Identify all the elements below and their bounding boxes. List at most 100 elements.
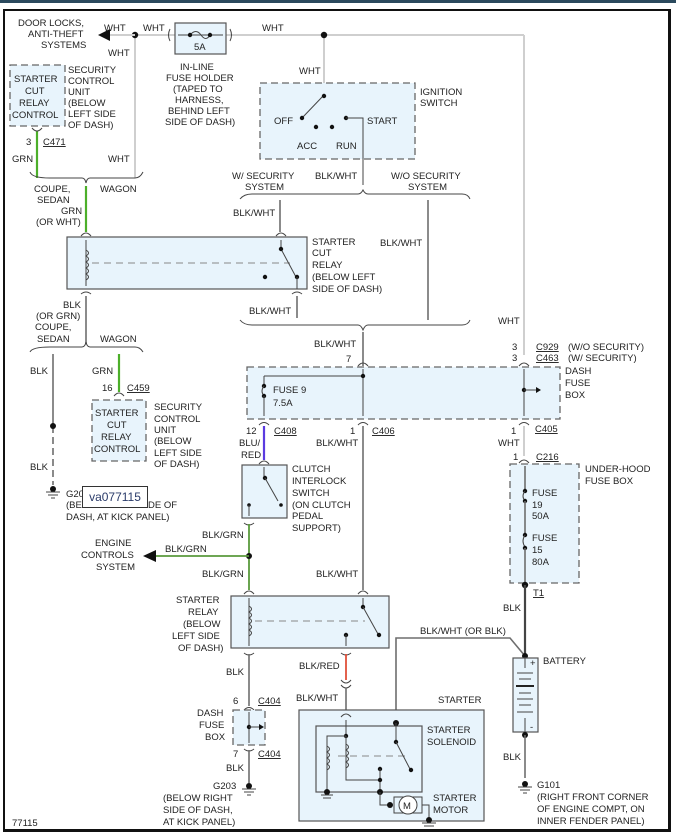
inline-fuse-label: BEHIND LEFT bbox=[168, 106, 230, 117]
security-control-unit-top bbox=[9, 64, 66, 178]
battery-icon bbox=[512, 657, 539, 733]
ignition-switch bbox=[259, 82, 416, 185]
ground-icon bbox=[46, 486, 60, 499]
ground-desc: (BELOW RIGHT bbox=[163, 793, 233, 804]
diagram-frame bbox=[3, 9, 671, 832]
switch-position: OFF bbox=[274, 116, 293, 127]
variant-note: (W/ SECURITY) bbox=[568, 353, 637, 364]
unit-desc: (BELOW bbox=[68, 98, 106, 109]
lower-dash-fuse-box bbox=[232, 709, 266, 746]
fuse-box-label: FUSE BOX bbox=[585, 476, 634, 487]
fuse-label: FUSE bbox=[532, 488, 557, 499]
ground-icon bbox=[242, 783, 256, 796]
unit-label: STARTER bbox=[95, 408, 139, 419]
wire-label: BLK bbox=[30, 366, 49, 377]
ground-id: G101 bbox=[537, 780, 560, 791]
terminal-id: T1 bbox=[533, 588, 544, 599]
security-control-unit-bottom bbox=[91, 399, 147, 462]
switch-label: INTERLOCK bbox=[292, 476, 347, 487]
connector-id: C471 bbox=[43, 137, 66, 148]
relay-label: OF DASH) bbox=[178, 643, 223, 654]
unit-label: RELAY bbox=[101, 432, 132, 443]
battery-minus: - bbox=[530, 722, 533, 733]
fuse-box-label: BOX bbox=[205, 732, 226, 743]
variant-label: WAGON bbox=[100, 184, 137, 195]
switch-label: PEDAL bbox=[292, 511, 323, 522]
relay-label: (BELOW bbox=[183, 619, 221, 630]
figure-number: 77115 bbox=[12, 818, 38, 829]
variant-label: SYSTEM bbox=[408, 182, 447, 193]
relay-label: LEFT SIDE bbox=[172, 631, 220, 642]
motor-label: STARTER bbox=[433, 793, 477, 804]
inline-fuse-label: IN-LINE bbox=[180, 62, 214, 73]
top-wht-bus bbox=[98, 29, 525, 355]
ground-desc: OF ENGINE COMPT, ON bbox=[537, 804, 645, 815]
variant-brace bbox=[239, 319, 471, 332]
wire-label: BLK bbox=[226, 763, 245, 774]
ground-desc: (BE bbox=[66, 500, 82, 511]
pin-number: 1 bbox=[513, 452, 518, 463]
variant-brace bbox=[29, 341, 144, 353]
wire-label: BLK/WHT bbox=[315, 171, 357, 182]
connector-id: C216 bbox=[536, 452, 559, 463]
dash-fuse-box bbox=[246, 362, 561, 420]
unit-desc: (BELOW bbox=[154, 436, 192, 447]
wire-label: BLK/WHT bbox=[233, 208, 275, 219]
unit-label: CONTROL bbox=[12, 110, 58, 121]
wire-label: BLK bbox=[226, 667, 245, 678]
relay-label: CUT bbox=[312, 248, 332, 259]
connector-id: C404 bbox=[258, 749, 281, 760]
wire-label: BLK/RED bbox=[299, 661, 340, 672]
unit-label: CUT bbox=[25, 86, 45, 97]
fuse-label: FUSE bbox=[532, 533, 557, 544]
connector-id: C929 bbox=[536, 342, 559, 353]
wire-label: BLK bbox=[503, 752, 522, 763]
wire-label: BLK/WHT (OR BLK) bbox=[420, 626, 506, 637]
wire-label: WHT bbox=[498, 438, 520, 449]
wire-label: (OR WHT) bbox=[36, 217, 81, 228]
ground-desc: SIDE OF DASH, bbox=[163, 805, 233, 816]
relay-label: STARTER bbox=[176, 595, 220, 606]
inline-fuse-label: (TAPED TO bbox=[173, 84, 223, 95]
fuse-label: FUSE 9 bbox=[273, 385, 306, 396]
switch-label: SWITCH bbox=[292, 488, 330, 499]
relay-label: RELAY bbox=[312, 260, 343, 271]
ground-desc: (RIGHT FRONT CORNER bbox=[537, 792, 649, 803]
wire-label: GRN bbox=[12, 154, 33, 165]
fuse-label: 19 bbox=[532, 500, 543, 511]
wire-label: BLK/GRN bbox=[202, 569, 244, 580]
wire-label: GRN bbox=[61, 206, 82, 217]
engine-controls-label: SYSTEM bbox=[96, 562, 135, 573]
wire-label: WHT bbox=[108, 48, 130, 59]
unit-desc: CONTROL bbox=[154, 414, 200, 425]
inline-fuse-label: FUSE HOLDER bbox=[166, 73, 234, 84]
relay-label: RELAY bbox=[188, 607, 219, 618]
arrow-left-icon bbox=[98, 29, 110, 41]
fuse-box-label: DASH bbox=[565, 366, 592, 377]
ground-desc: DE OF bbox=[148, 500, 177, 511]
wire-label: BLK bbox=[63, 300, 82, 311]
engine-controls-label: ENGINE bbox=[95, 538, 131, 549]
connector-id: C408 bbox=[274, 426, 297, 437]
fuse-box-label: FUSE bbox=[565, 378, 590, 389]
unit-desc: SECURITY bbox=[154, 402, 203, 413]
unit-desc: OF DASH) bbox=[68, 120, 113, 131]
battery-plus: + bbox=[530, 658, 536, 669]
wire-label: WHT bbox=[108, 154, 130, 165]
pin-number: 3 bbox=[512, 342, 517, 353]
switch-position: ACC bbox=[297, 141, 317, 152]
fuse-label: 15 bbox=[532, 545, 543, 556]
arrow-left-icon bbox=[143, 550, 156, 562]
image-tag: va077115 bbox=[82, 486, 148, 508]
connector-id: C406 bbox=[372, 426, 395, 437]
solenoid-label: STARTER bbox=[427, 725, 471, 736]
ground-id: G203 bbox=[213, 781, 236, 792]
pin-number: 7 bbox=[346, 354, 351, 365]
wire-label: BLK/GRN bbox=[202, 530, 244, 541]
inline-fuse-label: HARNESS, bbox=[175, 95, 224, 106]
unit-desc: UNIT bbox=[154, 425, 176, 436]
ground-desc: INNER FENDER PANEL) bbox=[537, 816, 645, 827]
switch-position: START bbox=[367, 116, 397, 127]
variant-label: WAGON bbox=[100, 334, 137, 345]
ignition-label: IGNITION bbox=[420, 87, 462, 98]
